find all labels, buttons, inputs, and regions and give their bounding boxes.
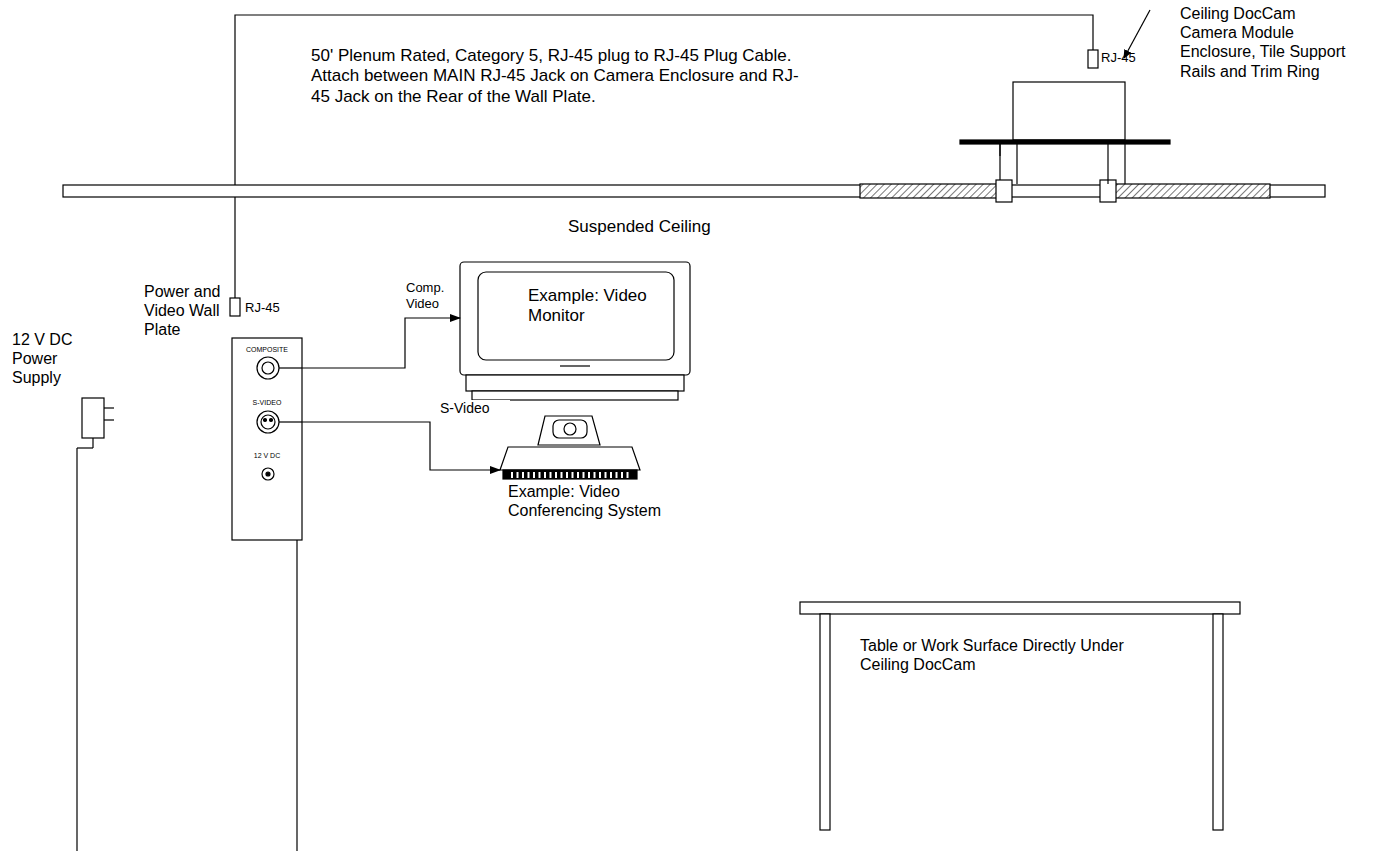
callout-text: Ceiling DocCam Camera Module Enclosure, … <box>1180 4 1350 81</box>
jack-wire <box>279 368 302 851</box>
connector-label: RJ-45 <box>1101 50 1161 66</box>
wall-plate <box>232 338 302 540</box>
device-box: Example: Video Conferencing System <box>500 410 705 525</box>
edge-label: Comp. Video <box>406 280 456 311</box>
table-box: Table or Work Surface Directly Under Cei… <box>800 600 1242 832</box>
device-caption: Example: Video Conferencing System <box>508 482 703 520</box>
table <box>800 602 1240 830</box>
jack-label: COMPOSITE <box>232 346 302 354</box>
signal-cable <box>302 422 500 470</box>
table-text: Table or Work Surface Directly Under Cei… <box>860 636 1160 674</box>
suspended-ceiling <box>63 184 1325 198</box>
jack-label: S-VIDEO <box>232 399 302 407</box>
plate-heading: Power and Video Wall Plate <box>144 282 230 340</box>
camera-enclosure <box>960 82 1170 202</box>
video-monitor <box>460 262 690 400</box>
cable-note: 50' Plenum Rated, Category 5, RJ-45 plug… <box>311 46 811 107</box>
edge-label: S-Video <box>440 400 510 417</box>
monitor-box: Example: Video Monitor <box>460 262 690 400</box>
wall-plate-box: Power and Video Wall PlateCOMPOSITES-VID… <box>232 338 302 540</box>
video-conferencing-system <box>500 416 640 479</box>
supply-label: 12 V DC Power Supply <box>12 330 80 388</box>
jack-label: 12 V DC <box>232 452 302 460</box>
connector-label: RJ-45 <box>245 300 305 316</box>
signal-cable <box>302 318 460 368</box>
ceiling-label: Suspended Ceiling <box>568 217 788 237</box>
power-supply <box>77 398 114 851</box>
monitor-text: Example: Video Monitor <box>528 286 658 327</box>
